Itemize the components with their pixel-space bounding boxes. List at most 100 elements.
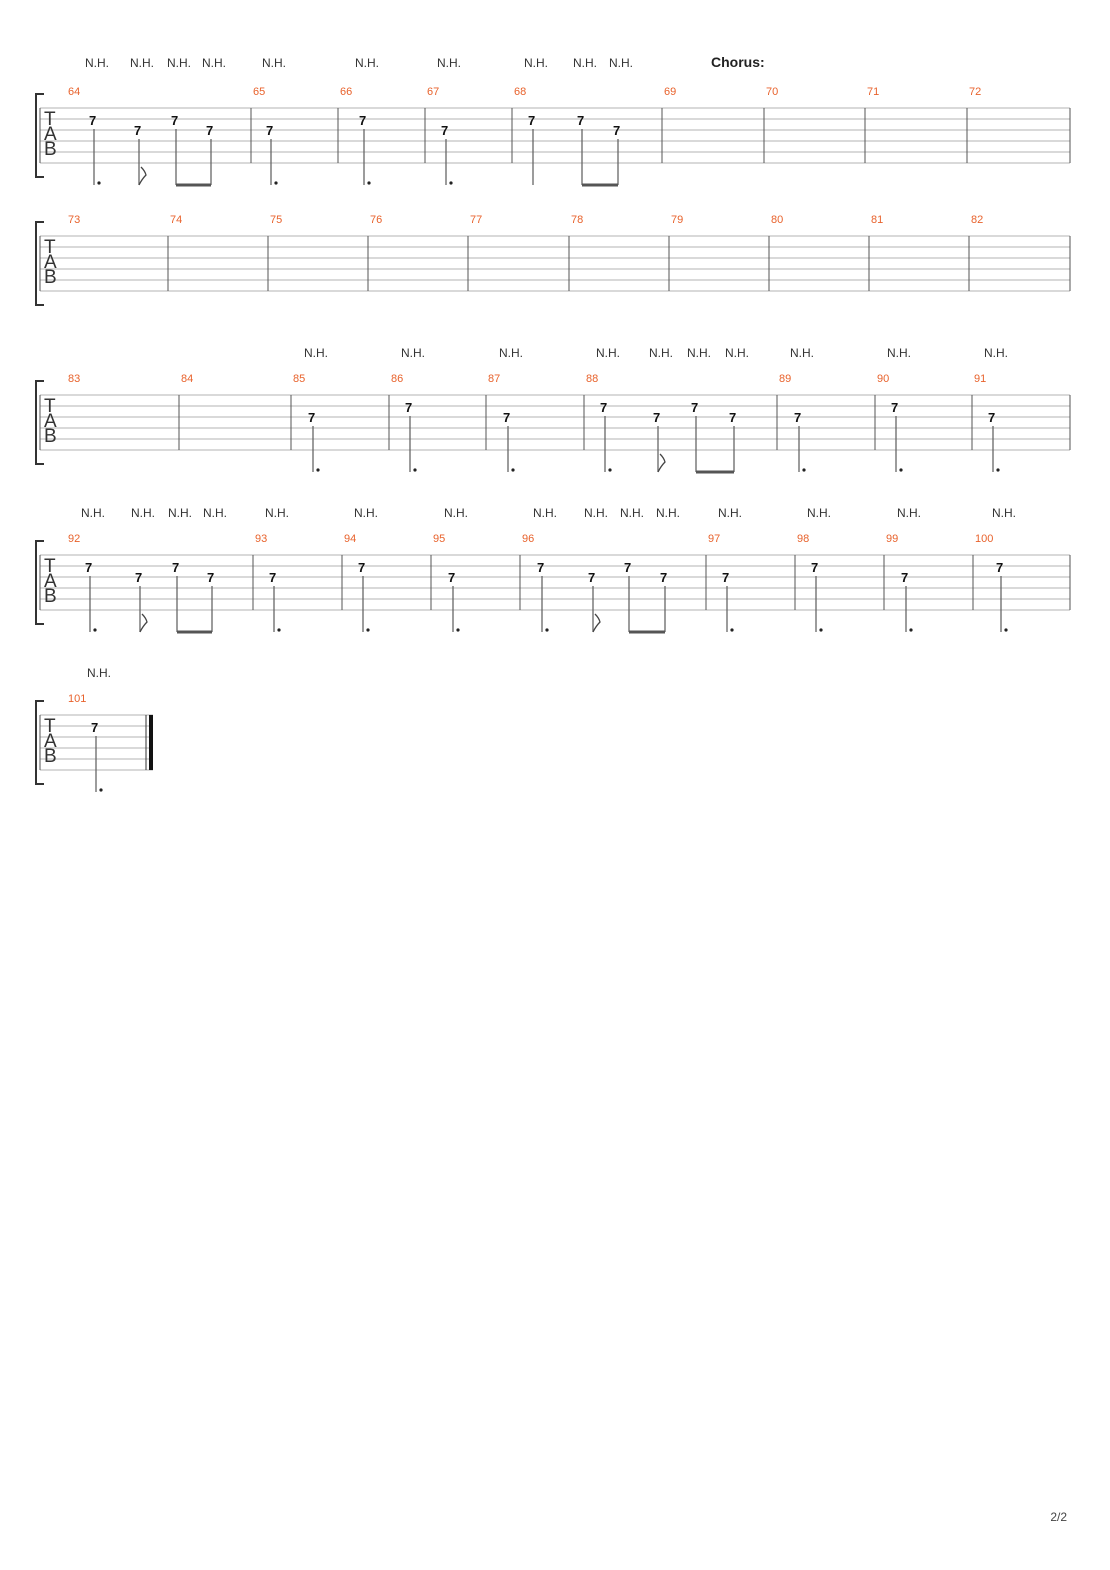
eighth-flag <box>139 613 148 633</box>
measure-number: 75 <box>270 214 282 226</box>
natural-harmonic-label: N.H. <box>596 346 620 360</box>
dot <box>93 628 97 632</box>
eighth-flag <box>592 613 601 633</box>
measure-number: 82 <box>971 214 983 226</box>
natural-harmonic-label: N.H. <box>444 506 468 520</box>
natural-harmonic-label: N.H. <box>401 346 425 360</box>
fret-number: 7 <box>588 570 595 585</box>
fret-number: 7 <box>266 123 273 138</box>
fret-number: 7 <box>503 410 510 425</box>
fret-number: 7 <box>811 560 818 575</box>
measure-number: 101 <box>68 693 86 705</box>
measure-number: 64 <box>68 86 80 98</box>
fret-number: 7 <box>359 113 366 128</box>
natural-harmonic-label: N.H. <box>656 506 680 520</box>
tab-clef-letter: A <box>44 124 57 145</box>
natural-harmonic-label: N.H. <box>533 506 557 520</box>
tab-clef-letter: B <box>44 139 57 160</box>
fret-number: 7 <box>528 113 535 128</box>
measure-number: 79 <box>671 214 683 226</box>
measure-number: 97 <box>708 533 720 545</box>
system-bracket <box>35 380 44 465</box>
natural-harmonic-label: N.H. <box>790 346 814 360</box>
natural-harmonic-label: N.H. <box>984 346 1008 360</box>
fret-number: 7 <box>89 113 96 128</box>
tab-clef-letter: B <box>44 746 57 767</box>
dot <box>899 468 903 472</box>
fret-number: 7 <box>996 560 1003 575</box>
fret-number: 7 <box>358 560 365 575</box>
measure-number: 72 <box>969 86 981 98</box>
measure-number: 67 <box>427 86 439 98</box>
measure-number: 68 <box>514 86 526 98</box>
natural-harmonic-label: N.H. <box>304 346 328 360</box>
measure-number: 87 <box>488 373 500 385</box>
measure-number: 66 <box>340 86 352 98</box>
measure-number: 71 <box>867 86 879 98</box>
natural-harmonic-label: N.H. <box>499 346 523 360</box>
dot <box>1004 628 1008 632</box>
fret-number: 7 <box>134 123 141 138</box>
natural-harmonic-label: N.H. <box>609 56 633 70</box>
fret-number: 7 <box>85 560 92 575</box>
measure-number: 90 <box>877 373 889 385</box>
natural-harmonic-label: N.H. <box>354 506 378 520</box>
dot <box>277 628 281 632</box>
natural-harmonic-label: N.H. <box>620 506 644 520</box>
measure-number: 76 <box>370 214 382 226</box>
natural-harmonic-label: N.H. <box>897 506 921 520</box>
dot <box>274 181 278 185</box>
fret-number: 7 <box>207 570 214 585</box>
tab-clef-letter: A <box>44 252 57 273</box>
tab-clef-letter: A <box>44 731 57 752</box>
fret-number: 7 <box>172 560 179 575</box>
natural-harmonic-label: N.H. <box>992 506 1016 520</box>
natural-harmonic-label: N.H. <box>887 346 911 360</box>
natural-harmonic-label: N.H. <box>437 56 461 70</box>
dot <box>996 468 1000 472</box>
fret-number: 7 <box>891 400 898 415</box>
fret-number: 7 <box>613 123 620 138</box>
natural-harmonic-label: N.H. <box>130 56 154 70</box>
natural-harmonic-label: N.H. <box>81 506 105 520</box>
natural-harmonic-label: N.H. <box>718 506 742 520</box>
fret-number: 7 <box>171 113 178 128</box>
tab-clef-letter: T <box>44 556 56 577</box>
system-bracket <box>35 221 44 306</box>
measure-number: 74 <box>170 214 182 226</box>
natural-harmonic-label: N.H. <box>131 506 155 520</box>
measure-number: 86 <box>391 373 403 385</box>
measure-number: 81 <box>871 214 883 226</box>
dot <box>97 181 101 185</box>
fret-number: 7 <box>901 570 908 585</box>
dot <box>449 181 453 185</box>
fret-number: 7 <box>722 570 729 585</box>
measure-number: 78 <box>571 214 583 226</box>
measure-number: 91 <box>974 373 986 385</box>
dot <box>730 628 734 632</box>
dot <box>456 628 460 632</box>
measure-number: 77 <box>470 214 482 226</box>
eighth-flag <box>138 166 147 186</box>
measure-number: 85 <box>293 373 305 385</box>
fret-number: 7 <box>405 400 412 415</box>
natural-harmonic-label: N.H. <box>355 56 379 70</box>
measure-number: 83 <box>68 373 80 385</box>
dot <box>316 468 320 472</box>
measure-number: 84 <box>181 373 193 385</box>
natural-harmonic-label: N.H. <box>203 506 227 520</box>
measure-number: 73 <box>68 214 80 226</box>
tab-clef-letter: T <box>44 237 56 258</box>
measure-number: 100 <box>975 533 993 545</box>
fret-number: 7 <box>448 570 455 585</box>
dot <box>99 788 103 792</box>
natural-harmonic-label: N.H. <box>202 56 226 70</box>
fret-number: 7 <box>308 410 315 425</box>
fret-number: 7 <box>135 570 142 585</box>
fret-number: 7 <box>600 400 607 415</box>
dot <box>367 181 371 185</box>
natural-harmonic-label: N.H. <box>87 666 111 680</box>
system-bracket <box>35 540 44 625</box>
measure-number: 69 <box>664 86 676 98</box>
fret-number: 7 <box>91 720 98 735</box>
